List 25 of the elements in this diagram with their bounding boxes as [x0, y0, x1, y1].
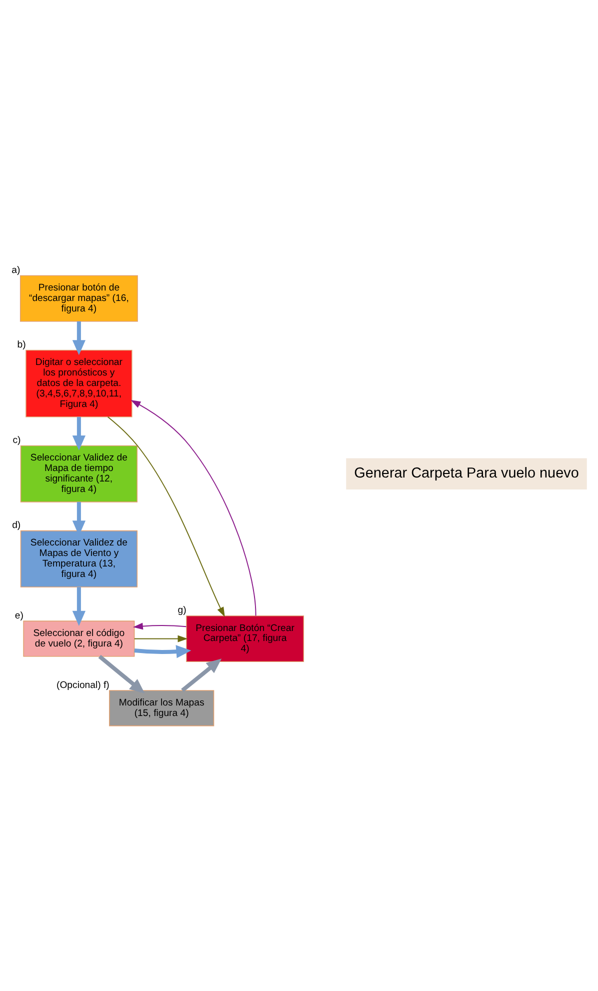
- node-label: c): [12, 435, 21, 446]
- node-label: a): [12, 264, 20, 276]
- node-label: g): [178, 605, 186, 616]
- label: Generar Carpeta Para vuelo nuevo: [354, 465, 579, 482]
- node-box: Seleccionar Validez de Mapas de Viento y Temperatura (13, figura 4): [20, 530, 138, 588]
- arrow: [72, 416, 86, 450]
- arrow: [132, 622, 187, 630]
- node-label: (Opcional) f): [56, 680, 110, 691]
- node-box: Presionar botón de “descargar mapas” (16, figura 4): [20, 275, 138, 322]
- node-box: Modificar los Mapas (15, figura 4): [109, 690, 214, 726]
- node-label: d): [12, 520, 21, 532]
- node-label: b): [17, 340, 26, 351]
- arrow: [72, 321, 86, 356]
- arrow: [98, 654, 145, 694]
- arrow: [130, 400, 256, 616]
- node-box: Seleccionar Validez de Mapa de tiempo significante (12, figura 4): [20, 445, 138, 502]
- arrow: [134, 635, 188, 642]
- node-label: e): [14, 610, 24, 622]
- node-box: Digitar o seleccionar los pronósticos y datos de la carpeta. (3,4,5,6,7,8,9,10,11, Figura 4): [26, 350, 132, 418]
- arrow: [181, 658, 222, 692]
- node-box: Seleccionar el código de vuelo (2, figura 4): [23, 620, 135, 657]
- arrow: [107, 416, 225, 618]
- node-box: Presionar Botón “Crear Carpeta” (17, figura 4): [186, 615, 304, 662]
- arrow: [134, 645, 192, 658]
- arrow: [72, 587, 86, 626]
